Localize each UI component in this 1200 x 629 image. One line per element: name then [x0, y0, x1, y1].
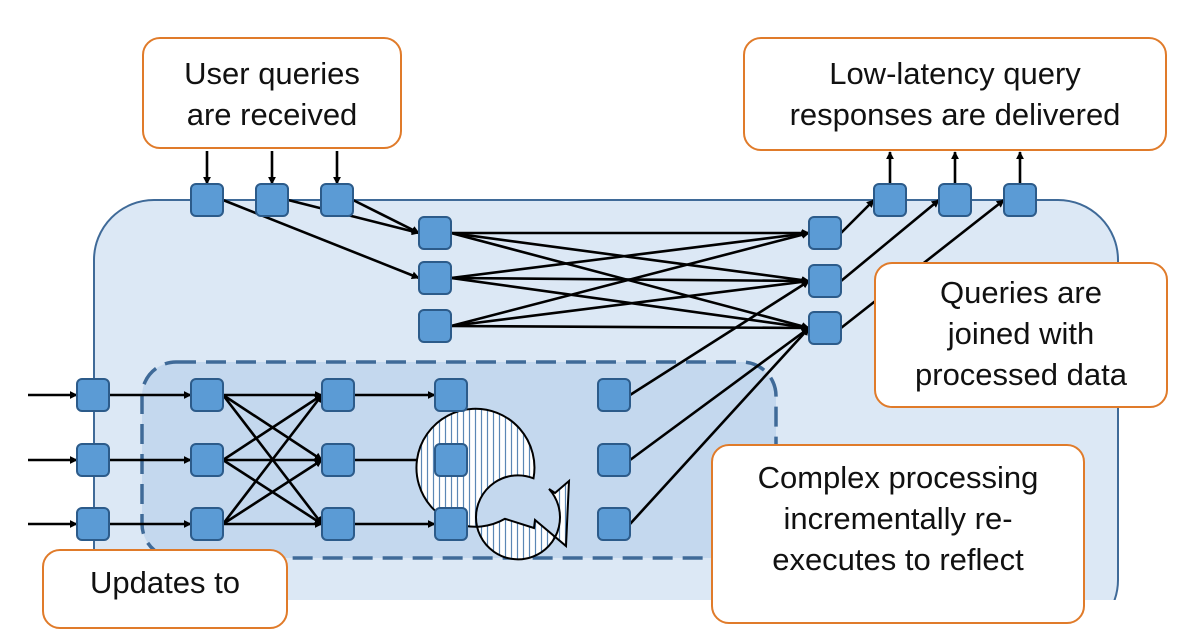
operator-node	[1003, 183, 1037, 217]
flow-arrow	[450, 230, 810, 328]
callout-line: Complex processing	[757, 460, 1039, 495]
flow-arrow	[221, 394, 324, 525]
operator-node	[320, 183, 354, 217]
operator-node	[321, 443, 355, 477]
operator-node	[873, 183, 907, 217]
callout-line: joined with	[947, 315, 1095, 351]
operator-node	[76, 507, 110, 541]
callout-line: incrementally re-	[783, 500, 1013, 536]
operator-node	[190, 183, 224, 217]
flow-arrow	[840, 198, 940, 283]
flow-arrow	[629, 326, 810, 462]
nodes-layer	[76, 183, 1037, 541]
operator-node	[808, 264, 842, 298]
operator-node	[938, 183, 972, 217]
operator-node	[321, 378, 355, 412]
callout-user-queries: User queries are received	[142, 37, 402, 149]
operator-node	[190, 443, 224, 477]
callout-line: are received	[186, 96, 358, 132]
flow-arrow	[450, 277, 810, 328]
callout-line: processed data	[915, 356, 1127, 392]
operator-node	[76, 378, 110, 412]
callout-line: Updates to	[90, 565, 240, 600]
flow-arrow	[352, 198, 420, 235]
flow-arrow	[222, 393, 323, 462]
operator-node	[808, 216, 842, 250]
flow-arrow	[629, 327, 810, 525]
callout-line: User queries	[184, 56, 360, 91]
operator-node	[418, 309, 452, 343]
callout-joined: Queries are joined with processed data	[874, 262, 1168, 408]
callout-complex: Complex processing incrementally re- exe…	[711, 444, 1085, 624]
callout-line: Queries are	[940, 275, 1102, 310]
operator-node	[808, 311, 842, 345]
callout-line: executes to reflect	[772, 541, 1024, 577]
operator-node	[321, 507, 355, 541]
operator-node	[418, 261, 452, 295]
operator-node	[597, 507, 631, 541]
callout-updates: Updates to	[42, 549, 288, 629]
flow-arrow	[840, 199, 875, 234]
operator-node	[597, 443, 631, 477]
flow-arrow	[450, 231, 810, 285]
dataflow-diagram	[28, 151, 1119, 600]
flow-arrow	[450, 229, 810, 280]
flow-arrow	[450, 323, 810, 332]
operator-node	[434, 378, 468, 412]
operator-node	[190, 378, 224, 412]
flow-arrow	[287, 198, 420, 236]
callout-line: Low-latency query	[829, 56, 1081, 91]
operator-node	[190, 507, 224, 541]
callout-responses: Low-latency query responses are delivere…	[743, 37, 1167, 151]
operator-node	[434, 443, 468, 477]
flow-arrow	[222, 458, 323, 526]
callout-line: responses are delivered	[789, 96, 1121, 132]
operator-node	[418, 216, 452, 250]
flow-arrow	[629, 279, 810, 397]
operator-node	[76, 443, 110, 477]
operator-node	[434, 507, 468, 541]
operator-node	[597, 378, 631, 412]
operator-node	[255, 183, 289, 217]
